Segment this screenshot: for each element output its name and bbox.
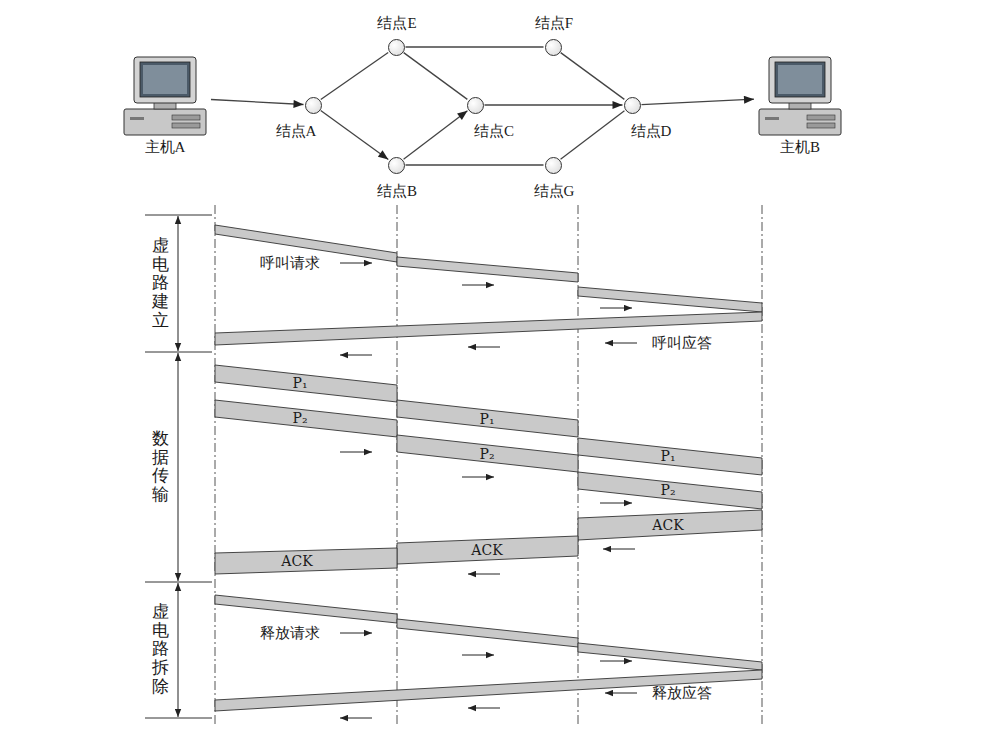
direction-arrow (468, 347, 500, 348)
packet-label: ACK (471, 543, 502, 557)
link-line (321, 111, 389, 160)
message-label: 呼叫应答 (652, 336, 712, 351)
message-band (397, 536, 578, 564)
time-axis (397, 205, 398, 725)
direction-arrow (462, 285, 494, 286)
packet-label: P₁ (292, 376, 307, 390)
direction-arrow (462, 655, 494, 656)
phase-separator (145, 582, 212, 583)
message-band (215, 365, 397, 402)
message-band (397, 619, 578, 647)
computer-icon (120, 55, 210, 139)
direction-arrow (340, 263, 372, 264)
host-computer: 主机A (120, 55, 210, 139)
phase-label: 数据传输 (152, 430, 169, 505)
message-band (578, 438, 762, 475)
node-label: 结点E (377, 16, 416, 31)
message-band (397, 257, 578, 282)
direction-arrow (605, 343, 637, 344)
packet-label: ACK (281, 554, 312, 568)
direction-arrow (605, 693, 637, 694)
phase-bracket (178, 353, 179, 581)
node-label: 主机B (780, 140, 820, 155)
message-band (215, 595, 397, 623)
message-label: 释放应答 (652, 686, 712, 701)
switch-node: 结点G (545, 157, 562, 174)
node-label: 结点B (377, 184, 417, 199)
direction-arrow (600, 308, 632, 309)
packet-label: P₂ (479, 447, 494, 461)
link-line (561, 111, 625, 160)
switch-node: 结点F (545, 39, 562, 56)
message-band (215, 548, 397, 574)
direction-arrow (462, 477, 494, 478)
link-line (211, 99, 304, 104)
switch-node: 结点B (388, 157, 405, 174)
switch-node: 结点A (305, 97, 322, 114)
link-line (561, 53, 625, 100)
link-line (485, 104, 623, 105)
link-line (406, 164, 544, 165)
packet-label: ACK (652, 518, 683, 532)
direction-arrow (600, 503, 632, 504)
node-label: 结点F (535, 16, 573, 31)
link-line (404, 53, 468, 100)
message-band (578, 510, 762, 540)
packet-label: P₂ (292, 411, 307, 425)
switch-node: 结点E (388, 39, 405, 56)
phase-bracket (178, 583, 179, 717)
link-line (404, 111, 468, 160)
node-label: 主机A (145, 140, 186, 155)
phase-separator (145, 718, 212, 719)
switch-node: 结点D (624, 97, 641, 114)
direction-arrow (340, 633, 372, 634)
message-band (578, 643, 762, 670)
direction-arrow (340, 452, 372, 453)
direction-arrow (600, 661, 632, 662)
node-label: 结点D (631, 124, 672, 139)
message-band (215, 400, 397, 437)
computer-icon (755, 55, 845, 139)
direction-arrow (468, 574, 500, 575)
link-line (641, 99, 754, 104)
link-line (406, 46, 544, 47)
node-label: 结点C (474, 124, 514, 139)
host-computer: 主机B (755, 55, 845, 139)
message-band (578, 472, 762, 509)
message-band (578, 287, 762, 312)
message-band (397, 435, 578, 472)
message-band (215, 670, 762, 711)
phase-bracket (178, 216, 179, 351)
time-axis (215, 205, 216, 725)
packet-label: P₂ (660, 483, 675, 497)
phase-label: 虚电路建立 (152, 237, 169, 330)
node-label: 结点G (534, 184, 575, 199)
message-label: 释放请求 (260, 626, 320, 641)
switch-node: 结点C (467, 97, 484, 114)
phase-separator (145, 215, 212, 216)
direction-arrow (340, 355, 372, 356)
node-label: 结点A (276, 124, 317, 139)
message-label: 呼叫请求 (260, 256, 320, 271)
packet-label: P₁ (479, 412, 494, 426)
direction-arrow (603, 549, 635, 550)
packet-label: P₁ (660, 449, 675, 463)
direction-arrow (468, 708, 500, 709)
message-band (397, 400, 578, 437)
phase-label: 虚电路拆除 (152, 603, 169, 696)
phase-separator (145, 352, 212, 353)
link-line (321, 52, 388, 99)
direction-arrow (340, 718, 372, 719)
